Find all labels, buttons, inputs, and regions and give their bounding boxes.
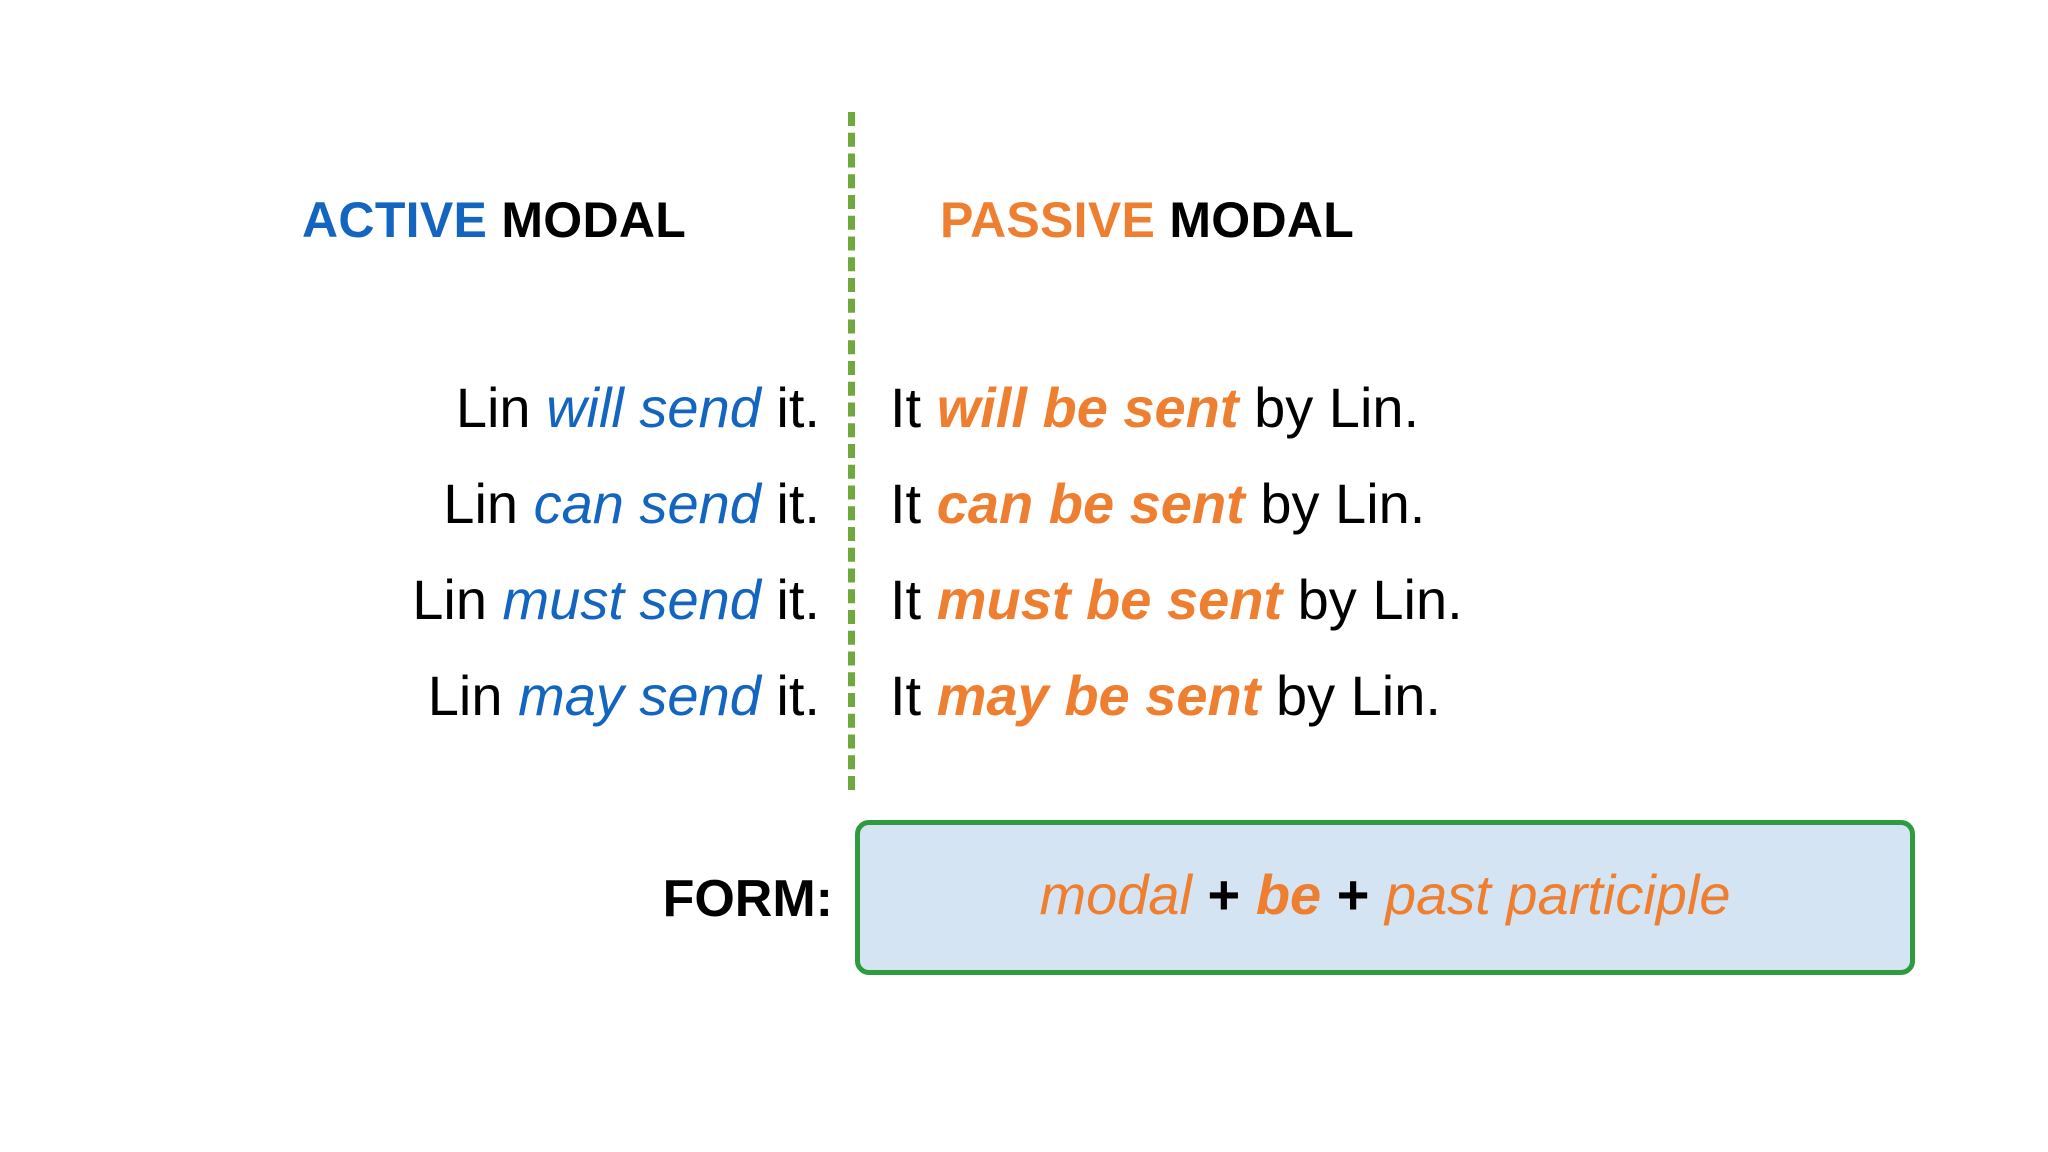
header-active-plain: MODAL [487,192,687,248]
form-label: FORM: [662,870,833,928]
passive-sentence-post: by Lin. [1260,664,1441,727]
active-sentence-post: it. [760,568,820,631]
passive-sentence-emphasis: may be sent [936,664,1261,727]
passive-sentence: It can be sent by Lin. [890,456,1425,552]
passive-sentence: It may be sent by Lin. [890,648,1441,744]
active-sentence: Lin can send it. [443,456,820,552]
header-passive-plain: MODAL [1155,192,1355,248]
passive-sentence: It must be sent by Lin. [890,552,1463,648]
form-part-modal: modal [1039,862,1192,926]
header-passive-modal: PASSIVE MODAL [940,190,1354,250]
passive-sentence: It will be sent by Lin. [890,360,1419,456]
active-sentence-post: it. [760,664,820,727]
active-sentence-emphasis: can send [533,472,761,535]
passive-sentence-post: by Lin. [1244,472,1426,535]
passive-sentence-post: by Lin. [1282,568,1463,631]
form-part-be: be [1255,862,1322,926]
form-plus-1: + [1192,862,1256,926]
passive-sentence-pre: It [890,568,937,631]
form-plus-2: + [1321,862,1386,926]
sentence-row: Lin must send it. It must be sent by Lin… [0,552,2048,648]
column-headers: ACTIVE MODAL PASSIVE MODAL [0,190,2048,254]
sentence-row: Lin may send it. It may be sent by Lin. [0,648,2048,744]
active-sentence-emphasis: will send [546,376,761,439]
active-sentence-emphasis: may send [518,664,761,727]
form-formula-box: modal + be + past participle [855,820,1915,975]
passive-sentence-pre: It [890,376,937,439]
active-sentence-pre: Lin [427,664,519,727]
passive-sentence-emphasis: must be sent [936,568,1283,631]
sentence-row: Lin can send it. It can be sent by Lin. [0,456,2048,552]
passive-sentence-emphasis: can be sent [936,472,1245,535]
form-part-past-participle: past participle [1385,862,1731,926]
active-sentence-post: it. [760,376,820,439]
active-sentence-pre: Lin [443,472,534,535]
passive-sentence-pre: It [890,664,937,727]
passive-sentence-emphasis: will be sent [936,376,1239,439]
active-sentence-emphasis: must send [502,568,761,631]
form-callout: FORM: modal + be + past participle [0,820,2048,978]
active-sentence: Lin may send it. [428,648,820,744]
active-sentence-pre: Lin [412,568,503,631]
form-formula-text: modal + be + past participle [1039,866,1730,929]
sentence-row: Lin will send it. It will be sent by Lin… [0,360,2048,456]
sentence-rows: Lin will send it. It will be sent by Lin… [0,360,2048,744]
passive-sentence-post: by Lin. [1238,376,1420,439]
header-active-modal: ACTIVE MODAL [302,190,686,250]
passive-sentence-pre: It [890,472,937,535]
header-passive-accent: PASSIVE [940,192,1156,248]
active-sentence-post: it. [760,472,820,535]
active-sentence: Lin will send it. [456,360,820,456]
active-sentence-pre: Lin [455,376,547,439]
active-sentence: Lin must send it. [412,552,820,648]
header-active-accent: ACTIVE [302,192,488,248]
column-divider-dashed-line [848,112,855,790]
